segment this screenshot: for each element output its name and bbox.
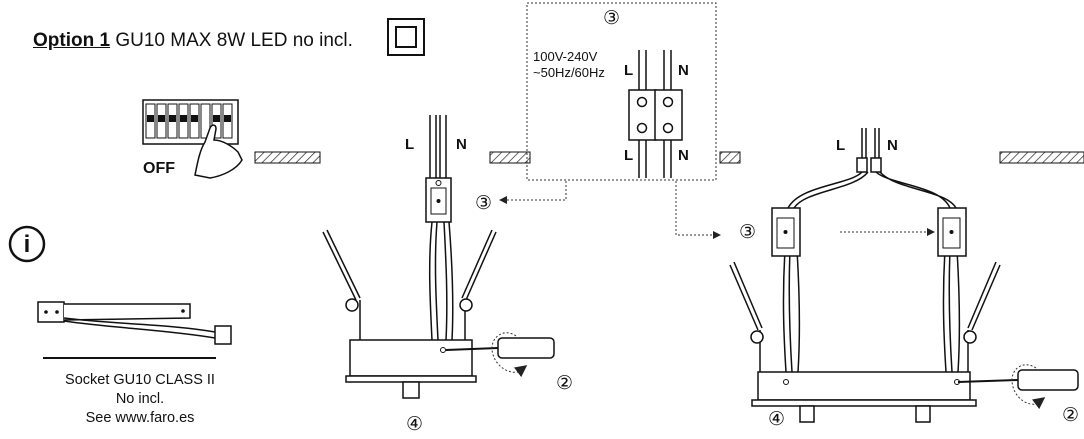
svg-text:i: i bbox=[24, 231, 31, 258]
socket-note-line3: See www.faro.es bbox=[85, 410, 195, 426]
screwdriver-icon bbox=[445, 332, 555, 378]
voltage-label: 100V-240V bbox=[533, 49, 598, 64]
socket-note-line2: No incl. bbox=[115, 391, 165, 407]
socket-note: Socket GU10 CLASS II No incl. See www.fa… bbox=[40, 371, 240, 428]
ceiling-section bbox=[254, 151, 1084, 164]
terminal-detail-box: ③ 100V-240V ~50Hz/60Hz L N L N bbox=[526, 2, 717, 181]
option-label: Option 1 bbox=[33, 30, 111, 51]
step-number: ③ bbox=[603, 8, 620, 29]
class-ii-symbol-icon bbox=[387, 18, 425, 56]
option-text: GU10 MAX 8W LED no incl. bbox=[115, 30, 353, 51]
option-heading: Option 1 GU10 MAX 8W LED no incl. bbox=[33, 30, 353, 52]
fixture-right: L N ③ ④ ② bbox=[729, 128, 1079, 430]
socket-note-line1: Socket GU10 CLASS II bbox=[65, 372, 215, 388]
breaker-panel-icon: OFF bbox=[142, 99, 243, 179]
step-bulb: ④ bbox=[406, 414, 423, 435]
step-connector: ③ bbox=[739, 222, 756, 243]
live-label-bottom: L bbox=[624, 147, 633, 164]
socket-illustration bbox=[37, 301, 232, 359]
live-label: L bbox=[405, 136, 414, 153]
fixture-left: L N ③ ④ ② bbox=[322, 115, 573, 435]
neutral-label: N bbox=[887, 137, 898, 154]
step-screw: ② bbox=[556, 373, 573, 394]
step-screw: ② bbox=[1062, 405, 1079, 426]
neutral-label: N bbox=[456, 136, 467, 153]
neutral-label: N bbox=[678, 62, 689, 79]
neutral-label-bottom: N bbox=[678, 147, 689, 164]
off-label: OFF bbox=[143, 160, 175, 177]
frequency-label: ~50Hz/60Hz bbox=[533, 65, 605, 80]
detail-pointers bbox=[499, 181, 935, 239]
step-connector: ③ bbox=[475, 193, 492, 214]
live-label: L bbox=[624, 62, 633, 79]
step-bulb: ④ bbox=[768, 409, 785, 430]
info-icon: i bbox=[8, 225, 46, 263]
live-label: L bbox=[836, 137, 845, 154]
screwdriver-icon bbox=[957, 364, 1079, 410]
